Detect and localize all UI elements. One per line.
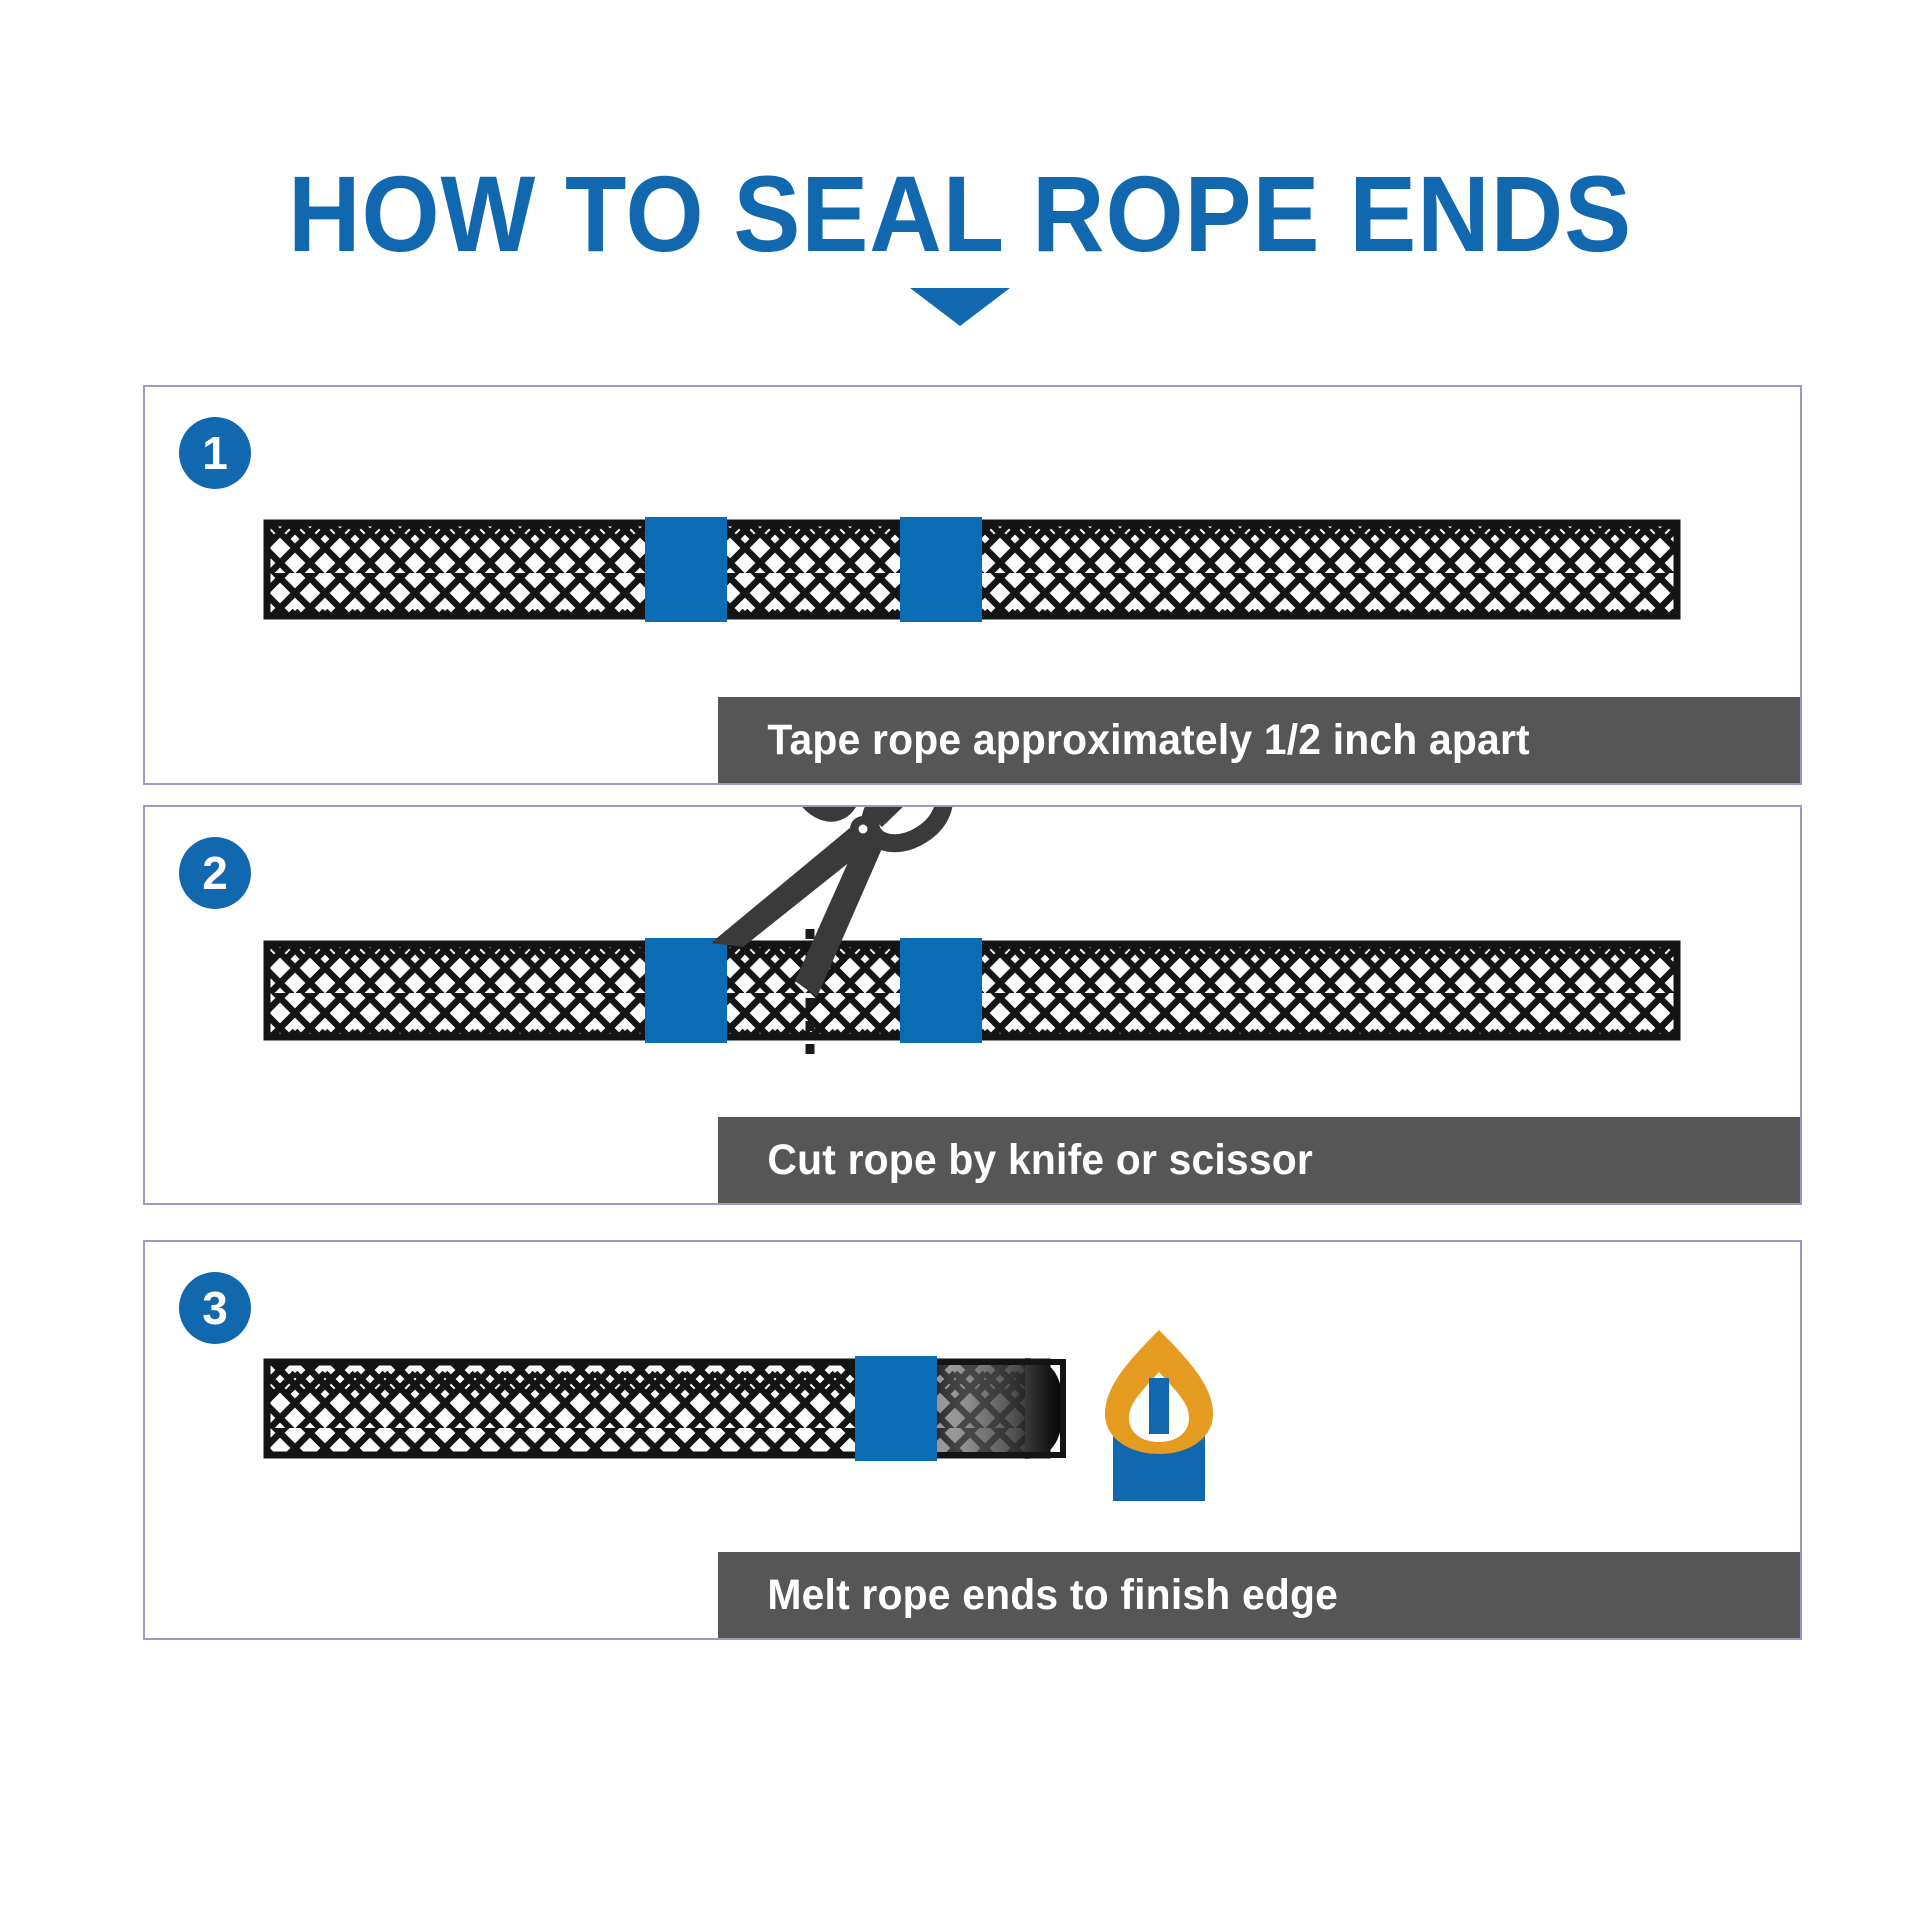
rope-braid <box>263 1358 1051 1459</box>
page-title: HOW TO SEAL ROPE ENDS <box>287 153 1633 274</box>
scissors-icon <box>711 807 953 997</box>
step-panel-3: 3 <box>143 1240 1802 1640</box>
caption-text-2: Cut rope by knife or scissor <box>767 1135 1313 1184</box>
caption-bar-1: Tape rope approximately 1/2 inch apart <box>718 697 1800 783</box>
candle-wick <box>1149 1378 1169 1434</box>
step-panel-1: 1 Tape rope approximately 1/2 inch apart <box>143 385 1802 785</box>
tape-band-left <box>645 517 727 622</box>
tape-band-left <box>645 938 727 1043</box>
rope-braid <box>263 519 1681 620</box>
triangle-down-icon <box>910 288 1010 326</box>
step-number-badge-3: 3 <box>179 1272 251 1344</box>
caption-bar-2: Cut rope by knife or scissor <box>718 1117 1800 1203</box>
caption-bar-3: Melt rope ends to finish edge <box>718 1552 1800 1638</box>
step-panel-2: 2 <box>143 805 1802 1205</box>
candle-icon <box>1113 1419 1205 1501</box>
caption-text-3: Melt rope ends to finish edge <box>767 1570 1339 1619</box>
rope-braid <box>263 940 1681 1041</box>
title-block: HOW TO SEAL ROPE ENDS <box>0 153 1920 326</box>
melted-rope-end <box>924 1358 1066 1459</box>
caption-text-1: Tape rope approximately 1/2 inch apart <box>767 715 1530 764</box>
tape-band-right <box>900 938 982 1043</box>
tape-band-right <box>900 517 982 622</box>
flame-icon <box>1105 1330 1213 1454</box>
step-number-badge-2: 2 <box>179 837 251 909</box>
tape-band <box>855 1356 937 1461</box>
step-number-badge-1: 1 <box>179 417 251 489</box>
